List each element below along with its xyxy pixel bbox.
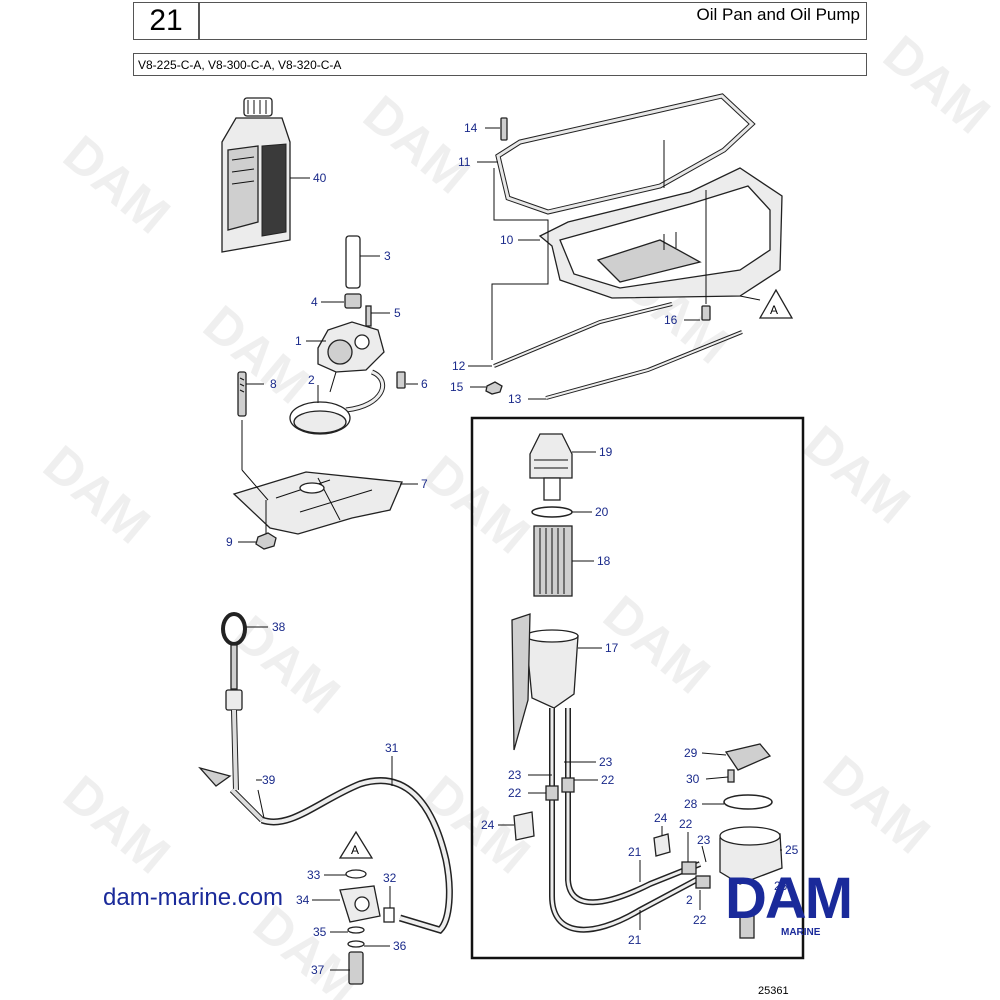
callout-23: 23 [599, 755, 613, 769]
callout-31: 31 [385, 741, 399, 755]
callout-23: 23 [508, 768, 522, 782]
callout-16: 16 [664, 313, 678, 327]
callout-10: 10 [500, 233, 514, 247]
watermark: DAM [32, 435, 160, 556]
callout-8: 8 [270, 377, 277, 391]
callout-1: 1 [295, 334, 302, 348]
watermark: DAM [52, 765, 180, 886]
site-url: dam-marine.com [103, 884, 284, 911]
callout-3: 3 [384, 249, 391, 263]
callout-35: 35 [313, 925, 327, 939]
logo-text: DAM [725, 866, 853, 931]
watermark: DAM [812, 745, 940, 866]
callout-24: 24 [481, 818, 495, 832]
callout-36: 36 [393, 939, 407, 953]
dipstick-assembly [198, 612, 453, 934]
figure-number: 25361 [758, 985, 789, 997]
section-number: 21 [133, 2, 199, 40]
page-title: Oil Pan and Oil Pump [199, 2, 867, 40]
reference-marker-a-top: A [758, 288, 794, 319]
oil-filter-detail-frame [470, 416, 805, 960]
callout-25: 25 [785, 843, 799, 857]
callout-27: 2 [686, 893, 693, 907]
model-list: V8-225-C-A, V8-300-C-A, V8-320-C-A [133, 53, 867, 76]
callout-22: 22 [601, 773, 615, 787]
svg-text:A: A [770, 303, 778, 317]
watermark: DAM [792, 415, 920, 536]
callout-12: 12 [452, 359, 466, 373]
drain-fitting [339, 869, 395, 985]
callout-28: 28 [684, 797, 698, 811]
callout-19: 19 [599, 445, 613, 459]
callout-39: 39 [262, 773, 276, 787]
callout-29: 29 [684, 746, 698, 760]
callout-37: 37 [311, 963, 325, 977]
callout-22: 22 [693, 913, 707, 927]
callout-18: 18 [597, 554, 611, 568]
callout-21: 21 [628, 845, 642, 859]
watermark: DAM [412, 445, 540, 566]
reference-marker-a-bottom: A [338, 830, 374, 859]
callout-26: 26 [774, 879, 788, 893]
callout-7: 7 [421, 477, 428, 491]
watermark: DAM [192, 295, 320, 416]
oil-pan-seals-lower [485, 302, 743, 400]
watermark: DAM [52, 125, 180, 246]
callout-6: 6 [421, 377, 428, 391]
oil-pan [538, 167, 783, 321]
leader-lines [238, 127, 782, 971]
callout-30: 30 [686, 772, 700, 786]
callout-21: 21 [628, 933, 642, 947]
callout-24: 24 [654, 811, 668, 825]
callout-13: 13 [508, 392, 522, 406]
callout-4: 4 [311, 295, 318, 309]
oil-pump-assembly [289, 235, 406, 435]
callout-14: 14 [464, 121, 478, 135]
callout-40: 40 [313, 171, 327, 185]
callout-17: 17 [605, 641, 619, 655]
callout-23: 23 [697, 833, 711, 847]
callout-38: 38 [272, 620, 286, 634]
oil-pan-gasket-upper [495, 93, 756, 215]
callout-9: 9 [226, 535, 233, 549]
callout-labels: 40 3 4 5 1 2 6 8 7 9 14 11 10 16 12 15 1… [226, 121, 799, 977]
oil-bottle [221, 97, 291, 253]
callout-15: 15 [450, 380, 464, 394]
windage-tray [232, 371, 403, 550]
watermark: DAM [872, 25, 1000, 146]
callout-20: 20 [595, 505, 609, 519]
logo-subtitle: MARINE [781, 927, 821, 938]
callout-22: 22 [508, 786, 522, 800]
callout-11: 11 [458, 155, 471, 169]
callout-34: 34 [296, 893, 310, 907]
svg-text:A: A [351, 843, 359, 857]
watermark: DAM [352, 85, 480, 206]
callout-22: 22 [679, 817, 693, 831]
callout-32: 32 [383, 871, 397, 885]
callout-2: 2 [308, 373, 315, 387]
watermark-layer: DAM DAM DAM DAM DAM DAM DAM DAM DAM DAM … [32, 25, 1000, 1000]
callout-5: 5 [394, 306, 401, 320]
callout-33: 33 [307, 868, 321, 882]
oil-filter-assembly [511, 433, 783, 939]
dam-marine-logo: DAM MARINE [725, 866, 900, 943]
